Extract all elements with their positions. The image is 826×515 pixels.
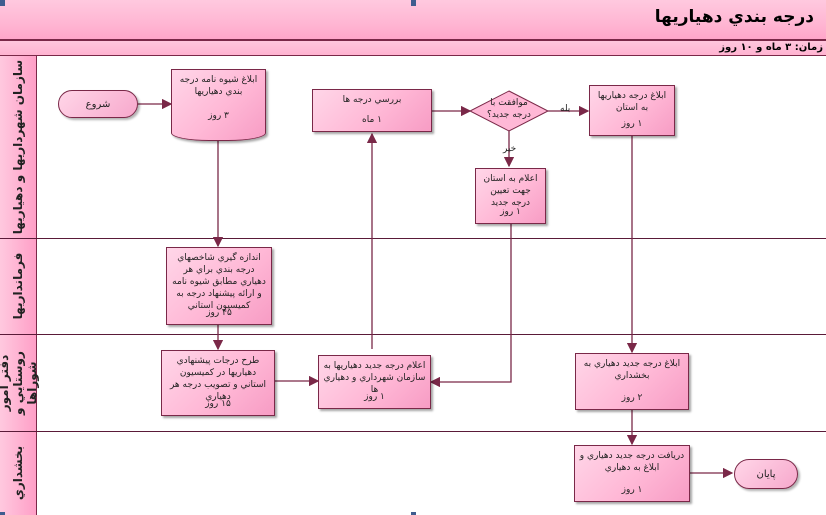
no-label: خير	[503, 144, 517, 154]
step-duration: ۲ روز	[621, 393, 643, 403]
selection-handle[interactable]	[411, 512, 416, 515]
step-announce-new-grades: اعلام درجه جديد دهياريها به سازمان شهردا…	[318, 355, 431, 409]
duration-bar: زمان: ۳ ماه و ۱۰ روز	[0, 41, 826, 56]
step-duration: ۱ روز	[621, 485, 643, 495]
edge-n4-to-n7	[429, 224, 512, 388]
step-text: ابلاغ شيوه نامه درجه بندي دهياريها	[179, 75, 258, 97]
step-text: طرح درجات پيشنهادي دهياريها در كميسيون ا…	[169, 356, 267, 402]
end-terminal: پايان	[734, 459, 798, 489]
step-announce-to-province: ابلاغ درجه دهياريها به استان ۱ روز	[589, 85, 675, 136]
lane-divider	[0, 238, 826, 239]
step-duration: ۴۵ روز	[206, 308, 232, 318]
step-text: اعلام درجه جديد دهياريها به سازمان شهردا…	[323, 361, 426, 395]
selection-handle[interactable]	[0, 512, 5, 515]
step-duration: ۱ ماه	[362, 115, 382, 125]
lane-divider	[0, 431, 826, 432]
title-bar: درجه بندي دهياريها	[0, 0, 826, 41]
duration-text: زمان: ۳ ماه و ۱۰ روز	[719, 42, 823, 53]
step-text: ابلاغ درجه دهياريها به استان	[597, 91, 667, 113]
step-text: دريافت درجه جديد دهياري و ابلاغ به دهيار…	[579, 451, 685, 473]
lane-header-governorates: فرمانداريها	[0, 238, 37, 334]
step-duration: ۱ روز	[500, 207, 521, 217]
step-text: اندازه گيري شاخصهاي درجه بندي براي هر ده…	[172, 253, 266, 311]
lane-divider	[0, 334, 826, 335]
decision-diamond	[468, 90, 550, 132]
selection-handle[interactable]	[411, 0, 416, 6]
decision-label: موافقت با درجه جديد؟	[487, 98, 531, 120]
step-text: ابلاغ درجه جديد دهياري به بخشداري	[583, 359, 681, 381]
start-label: شروع	[85, 98, 111, 110]
step-measure-indicators: اندازه گيري شاخصهاي درجه بندي براي هر ده…	[166, 247, 272, 325]
step-duration: ۱ روز	[621, 119, 643, 129]
diagram-title: درجه بندي دهياريها	[654, 7, 814, 27]
step-duration: ۱۵ روز	[205, 399, 231, 409]
step-review-grades: بررسي درجه ها ۱ ماه	[312, 89, 432, 132]
step-notify-province-new-grade: اعلام به استان جهت تعيين درجه جديد ۱ روز	[475, 168, 546, 224]
step-text: اعلام به استان جهت تعيين درجه جديد	[483, 174, 538, 208]
selection-handle[interactable]	[0, 0, 5, 6]
end-label: پايان	[756, 468, 776, 480]
step-announce-guideline: ابلاغ شيوه نامه درجه بندي دهياريها ۳ روز	[171, 69, 266, 141]
lane-header-district: بخشداري	[0, 431, 37, 515]
yes-label: بله	[560, 104, 571, 114]
start-terminal: شروع	[58, 90, 138, 118]
step-text: بررسي درجه ها	[342, 95, 402, 105]
step-receive-and-notify: دريافت درجه جديد دهياري و ابلاغ به دهيار…	[574, 445, 690, 502]
step-duration: ۱ روز	[364, 392, 385, 402]
step-duration: ۳ روز	[208, 111, 229, 121]
lane-header-rural-affairs: دفتر امور روستايي و شوراها	[0, 334, 39, 431]
step-announce-to-district: ابلاغ درجه جديد دهياري به بخشداري ۲ روز	[575, 353, 689, 410]
lane-header-municipalities: سازمان شهرداريها و دهياريها	[0, 56, 37, 238]
step-commission-approval: طرح درجات پيشنهادي دهياريها در كميسيون ا…	[161, 350, 275, 416]
